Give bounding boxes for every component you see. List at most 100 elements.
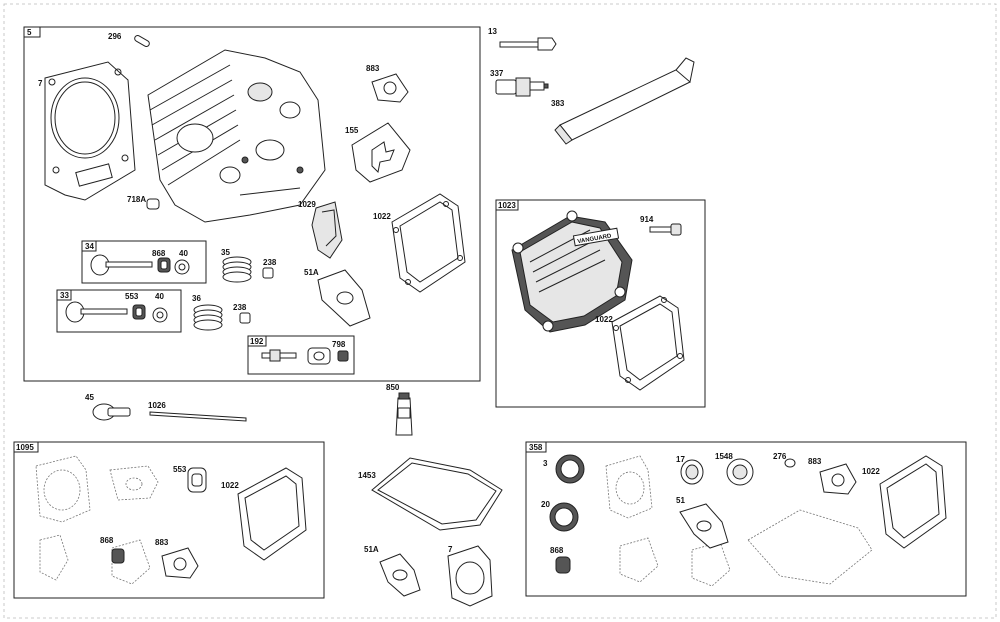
part-label-1022[interactable]: 1022	[373, 212, 391, 221]
part-label-7[interactable]: 7	[38, 79, 43, 88]
ghost-cover-seal	[747, 509, 873, 585]
head-gasket-part[interactable]	[44, 61, 136, 201]
washer-276-part[interactable]	[784, 458, 796, 468]
intake-gasket-51a-part[interactable]	[317, 269, 371, 327]
part-label-1022b[interactable]: 1022	[595, 315, 613, 324]
part-label-155[interactable]: 155	[345, 126, 359, 135]
part-label-3[interactable]: 3	[543, 459, 548, 468]
part-label-914[interactable]: 914	[640, 215, 654, 224]
exhaust-valve-part[interactable]	[65, 301, 128, 323]
gasket-883b-part[interactable]	[161, 547, 199, 579]
sealant-tube-850-part[interactable]	[395, 392, 413, 436]
part-label-276[interactable]: 276	[773, 452, 787, 461]
part-label-7b[interactable]: 7	[448, 545, 453, 554]
part-label-798[interactable]: 798	[332, 340, 346, 349]
part-label-17[interactable]: 17	[676, 455, 685, 464]
rocker-gasket-1022b-part[interactable]	[611, 295, 685, 391]
dowel-pin-part[interactable]	[134, 34, 151, 47]
part-label-1548[interactable]: 1548	[715, 452, 733, 461]
spark-plug-wrench-383-part[interactable]	[554, 57, 695, 145]
part-label-553b[interactable]: 553	[173, 465, 187, 474]
main-cylinder-head-group: 5 296 7	[23, 26, 481, 382]
plug-718a-part[interactable]	[146, 198, 160, 210]
part-label-850[interactable]: 850	[386, 383, 400, 392]
valve-cap-238b-part[interactable]	[239, 312, 251, 324]
breather-plate-155-part[interactable]	[351, 122, 411, 183]
part-label-36[interactable]: 36	[192, 294, 201, 303]
gasket-883-part[interactable]	[371, 73, 409, 103]
part-label-238b[interactable]: 238	[233, 303, 247, 312]
valve-spring-35-part[interactable]	[222, 256, 252, 283]
cylinder-head-casting[interactable]	[147, 49, 326, 223]
oil-seal-17-part[interactable]	[680, 459, 704, 485]
rocker-gasket-1022d-part[interactable]	[879, 455, 947, 549]
part-label-20[interactable]: 20	[541, 500, 550, 509]
valve-retainer-40-part[interactable]	[174, 259, 190, 275]
part-label-868[interactable]: 868	[152, 249, 166, 258]
gasket-883c-part[interactable]	[819, 463, 857, 495]
oil-seal-20-part[interactable]	[549, 502, 579, 532]
part-label-238[interactable]: 238	[263, 258, 277, 267]
nut-798-part[interactable]	[337, 350, 349, 362]
part-label-883b[interactable]: 883	[155, 538, 169, 547]
main-group-number[interactable]: 5	[27, 28, 32, 37]
cover-seal-1453-part[interactable]	[371, 457, 503, 531]
ghost-gasket-mid	[111, 539, 151, 585]
part-label-51[interactable]: 51	[676, 496, 685, 505]
head-gasket-7b-part[interactable]	[447, 545, 493, 607]
part-label-51Ab[interactable]: 51A	[364, 545, 379, 554]
intake-valve-part[interactable]	[90, 254, 153, 276]
bolt-13-part[interactable]	[499, 37, 557, 51]
valve-seal-868b-part[interactable]	[111, 548, 125, 564]
part-label-40[interactable]: 40	[179, 249, 188, 258]
part-label-1029[interactable]: 1029	[298, 200, 316, 209]
valve-cover-part[interactable]: VANGUARD	[511, 210, 633, 333]
part-label-40b[interactable]: 40	[155, 292, 164, 301]
valve-33-number[interactable]: 33	[60, 291, 69, 300]
valve-retainer-40b-part[interactable]	[152, 307, 168, 323]
part-label-883[interactable]: 883	[366, 64, 380, 73]
rocker-stud-part[interactable]	[261, 349, 297, 362]
part-label-868b[interactable]: 868	[100, 536, 114, 545]
push-rod-guide-45-part[interactable]	[92, 403, 131, 421]
part-label-1022c[interactable]: 1022	[221, 481, 239, 490]
part-label-868c[interactable]: 868	[550, 546, 564, 555]
part-label-883c[interactable]: 883	[808, 457, 822, 466]
cover-1023-number[interactable]: 1023	[498, 201, 516, 210]
guide-plate-part[interactable]	[307, 347, 331, 365]
kit-192-number[interactable]: 192	[250, 337, 264, 346]
valve-seal-868c-part[interactable]	[555, 556, 571, 574]
kit-358-number[interactable]: 358	[529, 443, 543, 452]
exhaust-gasket-51-part[interactable]	[679, 503, 729, 549]
spark-plug-337-part[interactable]	[495, 77, 549, 97]
valve-34-number[interactable]: 34	[85, 242, 94, 251]
part-label-296[interactable]: 296	[108, 32, 122, 41]
ghost-gasket-b3	[691, 541, 731, 587]
part-label-45[interactable]: 45	[85, 393, 94, 402]
valve-spring-36-part[interactable]	[193, 304, 223, 331]
kit-1095-number[interactable]: 1095	[16, 443, 34, 452]
part-label-383[interactable]: 383	[551, 99, 565, 108]
part-label-13[interactable]: 13	[488, 27, 497, 36]
part-label-35[interactable]: 35	[221, 248, 230, 257]
part-label-1022d[interactable]: 1022	[862, 467, 880, 476]
oil-seal-3-part[interactable]	[555, 454, 585, 484]
cover-1023-tag	[495, 199, 519, 211]
part-label-553[interactable]: 553	[125, 292, 139, 301]
bolt-914-part[interactable]	[649, 223, 682, 236]
oil-seal-1548-part[interactable]	[726, 458, 754, 486]
valve-cap-238-part[interactable]	[262, 267, 274, 279]
part-label-718A[interactable]: 718A	[127, 195, 146, 204]
rocker-gasket-1022-part[interactable]	[391, 193, 466, 293]
valve-seal-553-part[interactable]	[132, 304, 146, 320]
part-label-1026[interactable]: 1026	[148, 401, 166, 410]
part-label-1453[interactable]: 1453	[358, 471, 376, 480]
part-label-51A[interactable]: 51A	[304, 268, 319, 277]
push-rod-1026-part[interactable]	[149, 411, 247, 422]
valve-seal-868-part[interactable]	[157, 257, 171, 273]
deflector-1029-part[interactable]	[311, 201, 343, 259]
rocker-gasket-1022c-part[interactable]	[237, 467, 307, 561]
intake-gasket-51ab-part[interactable]	[379, 553, 421, 597]
part-label-337[interactable]: 337	[490, 69, 504, 78]
valve-seal-553b-part[interactable]	[187, 467, 207, 493]
